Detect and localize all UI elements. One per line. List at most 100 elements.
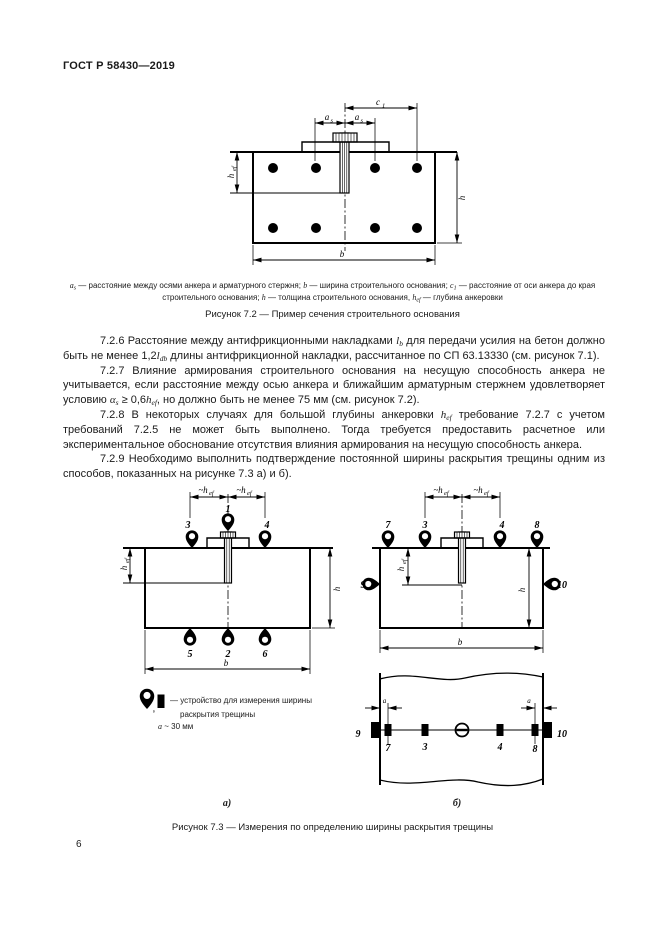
figure-7-3a-drawing: ~h ef ~h ef 1 3 4 5 2 6 h ef [119,485,342,674]
legend-note-text: ~ 30 мм [162,722,194,731]
p729-text-1: 7.2.9 Необходимо выполнить подтверждение… [63,453,605,481]
plan-device-numbers: 9 7 3 4 8 10 [356,729,568,755]
measuring-devices-a: 1 3 4 5 2 6 [183,504,272,660]
dim-label-as-right-sub: s [361,118,364,125]
dim-hef: h ef [226,152,240,193]
dim-label-h: h [457,195,467,200]
thread-hatching [342,133,348,193]
dim-h: h [437,152,467,244]
caption-var-as: a [69,281,74,290]
dim-label-approx-hef-b-right: ~h [473,485,483,495]
var-alpha-sub: s [115,398,119,408]
device-number-9: 9 [361,580,366,591]
dim-label-hef-a-sub: ef [124,557,131,563]
dim-label-hef-sub: ef [231,165,238,171]
plan-number-9: 9 [356,729,361,740]
paragraph-7-2-6: 7.2.6 Расстояние между антифрикционными … [63,334,605,364]
fixture-plate-b [440,537,484,548]
rebar-dots [268,163,422,233]
crack-width-device-plan-icon [157,694,165,708]
figure-7-3b-drawing: ~h ef ~h ef h ef 7 3 4 8 9 10 [356,485,568,787]
dim-a-right: a [521,697,557,711]
dim-label-b: b [340,249,345,259]
dim-label-c1: c [376,97,380,107]
dim-label-hef-b: h [396,566,406,571]
legend-icons: , [139,688,165,715]
dim-label-approx-hef-right-sub: ef [247,490,253,497]
device-number-10: 10 [557,580,567,591]
device-number-8: 8 [535,520,540,531]
page-number: 6 [76,839,82,850]
plan-number-3: 3 [422,742,428,753]
dim-approx-hef-a: ~h ef ~h ef [189,485,266,518]
figure-7-2-caption: as — расстояние между осями анкера и арм… [60,280,605,303]
var-hef-727-sub: ef [151,398,157,408]
dim-label-approx-hef-left: ~h [198,485,208,495]
dim-label-as-right: a [355,112,360,122]
dim-hef-a: h ef [119,548,133,583]
device-number-2: 2 [225,649,231,660]
p728-text-1: 7.2.8 В некоторых случаях для большой гл… [100,408,441,421]
dim-label-c1-sub: 1 [382,103,385,110]
dim-b-b: b [379,630,544,653]
var-lb: l [396,335,400,347]
paragraph-7-2-8: 7.2.8 В некоторых случаях для большой гл… [63,408,605,452]
plan-number-7: 7 [386,743,392,754]
p728-text-2: требование 7.2.7 с учетом требований 7.2… [63,408,605,451]
fixture-plate-a [206,537,250,548]
var-ldb: l [156,349,160,362]
plan-number-4: 4 [497,742,503,753]
dim-label-approx-hef-b-left: ~h [433,485,443,495]
device-number-1: 1 [226,504,231,515]
dim-label-a-right: a [527,697,531,705]
caption-var-hef-sub: ef [416,297,421,303]
wavy-bottom-edge [379,778,544,787]
caption-text-1: — расстояние между осями анкера и армату… [76,281,304,290]
device-number-4b: 4 [499,520,505,531]
measuring-devices-b: 7 3 4 8 9 10 [361,520,568,591]
dim-label-as-left: a [325,112,330,122]
caption-var-h: h [261,292,266,302]
dim-c1: c 1 [345,97,418,161]
dim-b: b [252,245,436,265]
p726-text-1: 7.2.6 Расстояние между антифрикционными … [100,335,397,347]
p727-text-2: ≥ 0,6 [118,394,146,407]
gost-header: ГОСТ Р 58430—2019 [63,60,175,72]
p726-text-2: для передачи усилия на бетон должно быть… [63,335,605,362]
dim-approx-hef-b: ~h ef ~h ef [424,485,501,518]
dim-label-hef: h [226,173,236,178]
fixture-plate [301,141,390,152]
var-hef-728-sub: ef [446,412,452,422]
legend-note: а ~ 30 мм [158,722,193,731]
device-number-4: 4 [264,520,270,531]
device-number-5: 5 [188,649,193,660]
dim-hef-b: h ef [396,548,462,586]
dim-label-a-left: a [383,697,387,705]
figure-7-2-drawing: c 1 a s a s h ef h [226,97,467,265]
paragraph-7-2-9: 7.2.9 Необходимо выполнить подтверждение… [63,452,605,482]
caption-var-c1: c [450,281,454,290]
var-lb-sub: b [399,339,403,348]
wavy-top-edge [379,672,544,681]
device-number-3b: 3 [422,520,428,531]
var-hef-727: h [146,394,152,407]
subfigure-label-b: б) [452,798,462,809]
plan-number-10: 10 [557,729,567,740]
dim-a-left: a [365,697,402,711]
device-number-6: 6 [263,649,268,660]
legend-note-var-a: а [158,722,162,731]
dim-as: a s a s [314,112,376,161]
caption-var-b: b [303,281,308,290]
dim-label-b-a: b [224,658,229,668]
plan-number-8: 8 [533,744,538,755]
caption-var-hef: h [412,292,417,302]
caption-text-4: — толщина строительного основания, [265,292,413,302]
paragraph-7-2-7: 7.2.7 Влияние армирования строительного … [63,364,605,408]
figure-7-2-title: Рисунок 7.2 — Пример сечения строительно… [205,309,460,320]
var-hef-728: h [440,408,447,421]
device-number-3: 3 [185,520,191,531]
plan-devices [371,722,552,738]
body-paragraphs: 7.2.6 Расстояние между антифрикционными … [63,334,605,482]
dim-label-approx-hef-b-left-sub: ef [444,490,450,497]
